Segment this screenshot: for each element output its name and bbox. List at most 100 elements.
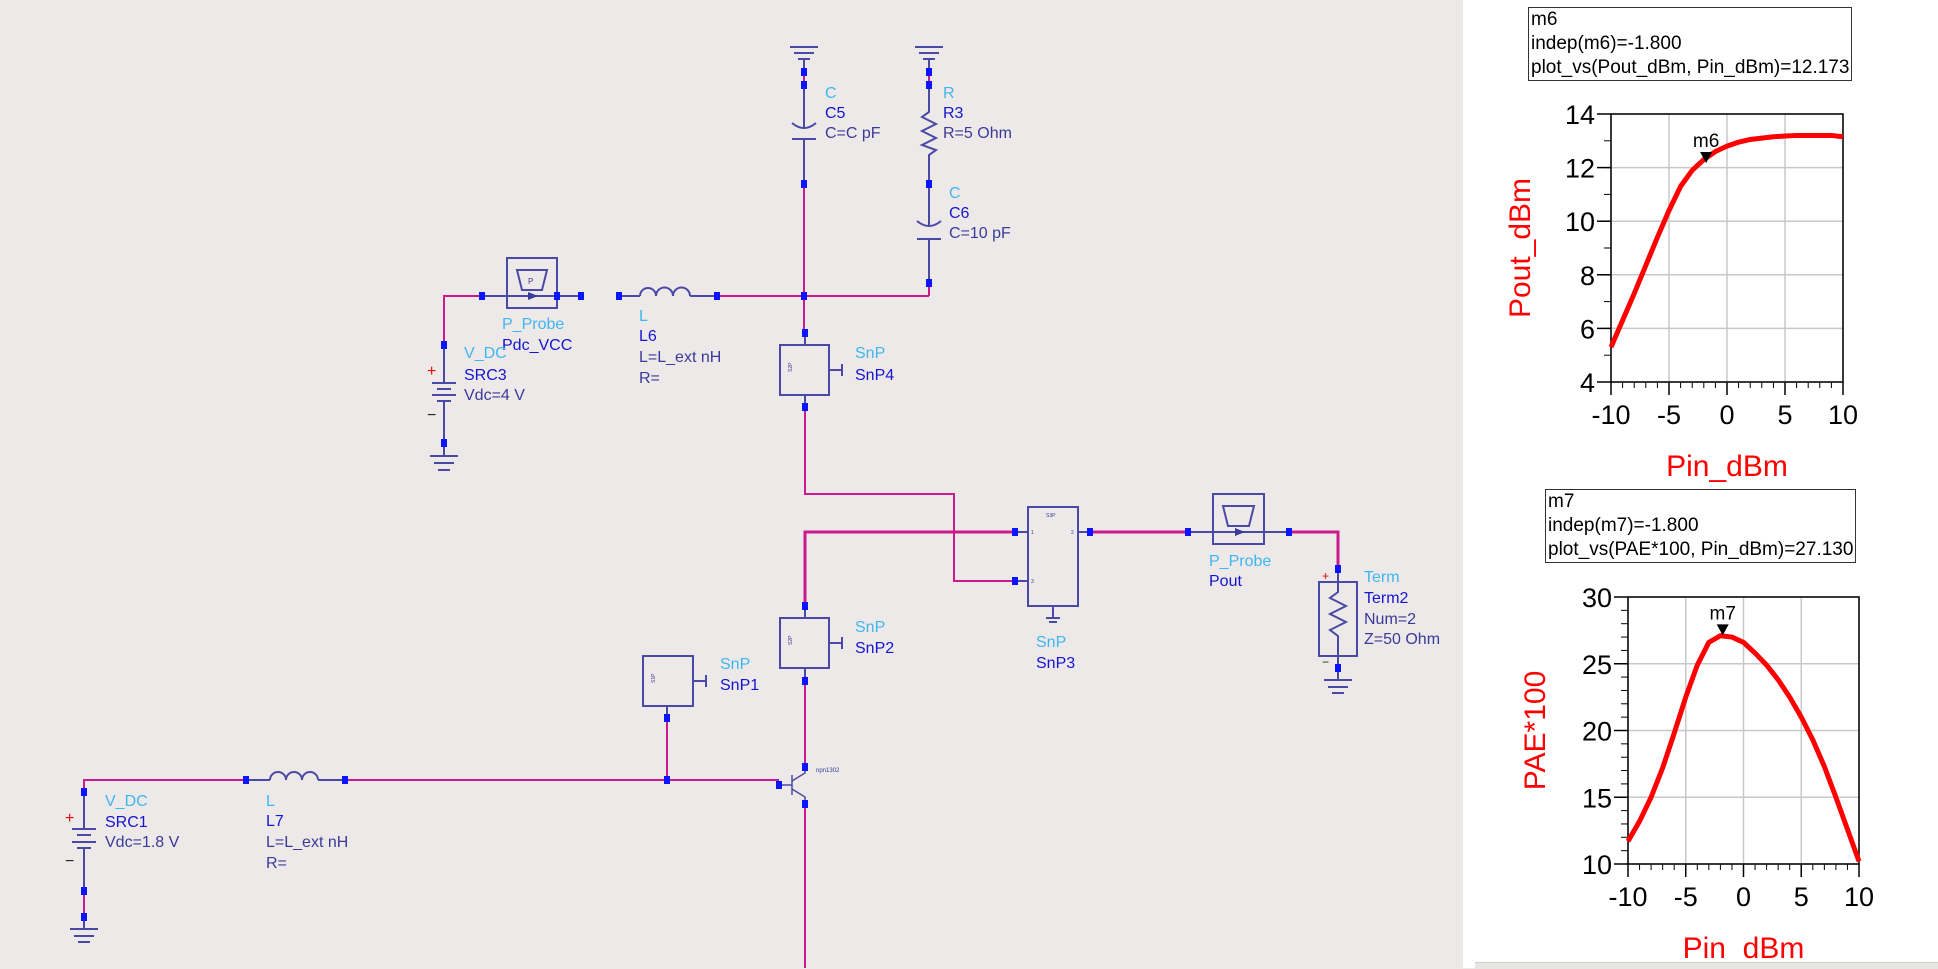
pin-node bbox=[926, 81, 932, 89]
pin-node bbox=[802, 677, 808, 685]
pin-node bbox=[664, 714, 670, 722]
pin-node bbox=[1335, 565, 1341, 573]
probe-meter-icon: P bbox=[528, 277, 533, 286]
pin-node bbox=[81, 887, 87, 895]
pin-node bbox=[802, 329, 808, 337]
pin-node bbox=[81, 913, 87, 921]
pin-node bbox=[802, 800, 808, 808]
pin-nodes bbox=[81, 68, 1341, 921]
marker-indep: indep(m7)=-1.800 bbox=[1548, 515, 1699, 536]
component-type-label: C bbox=[949, 185, 961, 202]
marker-value: plot_vs(PAE*100, Pin_dBm)=27.130 bbox=[1548, 539, 1854, 560]
snp-block-snp2[interactable]: S2P SnP SnP2 bbox=[779, 606, 894, 681]
component-type-label: Term bbox=[1364, 569, 1400, 586]
snp-block-snp1[interactable]: S1P SnP SnP1 bbox=[642, 655, 759, 718]
block-label: S2P bbox=[788, 362, 794, 372]
component-param-label: L=L_ext nH bbox=[266, 834, 348, 851]
component-type-label: L bbox=[266, 793, 275, 810]
component-type-label: SnP bbox=[720, 656, 750, 673]
component-param-label: Vdc=4 V bbox=[464, 387, 525, 404]
termination-term2[interactable]: + − Term Term2 Num=2 Z=50 Ohm bbox=[1318, 569, 1440, 669]
pin-node bbox=[1087, 528, 1093, 536]
pin-node bbox=[801, 292, 807, 300]
inductor-l6[interactable]: L L6 L=L_ext nH R= bbox=[619, 286, 721, 388]
component-name-label: Term2 bbox=[1364, 590, 1409, 607]
component-param-label: Num=2 bbox=[1364, 611, 1416, 628]
component-name-label: Pout bbox=[1209, 573, 1242, 590]
component-name-label: C5 bbox=[825, 105, 846, 122]
pin-node bbox=[1012, 577, 1018, 585]
dc-source-src3[interactable]: + − V_DC SRC3 Vdc=4 V bbox=[427, 345, 525, 443]
pin-node bbox=[342, 776, 348, 784]
pin-node bbox=[578, 292, 584, 300]
pin-node bbox=[801, 180, 807, 188]
block-label: S3P bbox=[1046, 513, 1056, 519]
plus-icon: + bbox=[65, 810, 74, 827]
component-name-label: R3 bbox=[943, 105, 964, 122]
component-param-label: R= bbox=[266, 855, 287, 872]
minus-icon: − bbox=[1322, 655, 1329, 669]
component-param-label: R=5 Ohm bbox=[943, 125, 1012, 142]
minus-icon: − bbox=[65, 853, 74, 870]
snp-block-snp4[interactable]: S2P SnP SnP4 bbox=[779, 333, 894, 407]
pin-node bbox=[801, 68, 807, 76]
component-type-label: C bbox=[825, 85, 837, 102]
ground-icon bbox=[430, 443, 458, 471]
capacitor-c6[interactable]: C C6 C=10 pF bbox=[916, 184, 1011, 283]
npn-transistor[interactable]: npn1302 bbox=[779, 767, 840, 804]
pin-node bbox=[776, 781, 782, 789]
component-type-label: V_DC bbox=[105, 793, 148, 810]
pin-node bbox=[1335, 664, 1341, 672]
pin-node bbox=[1286, 528, 1292, 536]
component-type-label: L bbox=[639, 308, 648, 325]
marker-readout-m6[interactable]: m6 indep(m6)=-1.800 plot_vs(Pout_dBm, Pi… bbox=[1528, 7, 1853, 81]
pin-node bbox=[801, 81, 807, 89]
pin-node bbox=[926, 279, 932, 287]
component-type-label: SnP bbox=[855, 345, 885, 362]
component-name-label: SRC3 bbox=[464, 367, 507, 384]
pin-node bbox=[1012, 528, 1018, 536]
component-type-label: SnP bbox=[1036, 634, 1066, 651]
component-name-label: SnP4 bbox=[855, 367, 894, 384]
marker-name: m6 bbox=[1531, 9, 1558, 30]
component-type-label: P_Probe bbox=[1209, 553, 1271, 570]
schematic-canvas[interactable]: C C5 C=C pF R R3 R=5 Ohm C C6 C=10 pF P … bbox=[0, 0, 1463, 968]
capacitor-c5[interactable]: C C5 C=C pF bbox=[791, 85, 881, 184]
component-param-label: Z=50 Ohm bbox=[1364, 631, 1440, 648]
pin-node bbox=[479, 292, 485, 300]
pin-node bbox=[81, 788, 87, 796]
inductor-l7[interactable]: L L7 L=L_ext nH R= bbox=[246, 771, 348, 872]
ground-icon bbox=[70, 917, 98, 943]
component-type-label: P_Probe bbox=[502, 316, 564, 333]
pin-node bbox=[802, 602, 808, 610]
pin-node bbox=[926, 180, 932, 188]
component-name-label: SnP3 bbox=[1036, 655, 1075, 672]
minus-icon: − bbox=[427, 407, 436, 424]
component-type-label: V_DC bbox=[464, 345, 507, 362]
transistor-model-label: npn1302 bbox=[816, 768, 840, 774]
marker-readout-m7[interactable]: m7 indep(m7)=-1.800 plot_vs(PAE*100, Pin… bbox=[1545, 489, 1857, 563]
component-param-label: Vdc=1.8 V bbox=[105, 834, 180, 851]
pin-node bbox=[1185, 528, 1191, 536]
component-param-label: R= bbox=[639, 370, 660, 387]
data-display-panel bbox=[1463, 0, 1938, 968]
pin-node bbox=[616, 292, 622, 300]
power-probe-pdc-vcc[interactable]: P P_Probe Pdc_VCC bbox=[482, 257, 581, 354]
marker-value: plot_vs(Pout_dBm, Pin_dBm)=12.173 bbox=[1531, 57, 1850, 78]
block-label: S1P bbox=[651, 673, 657, 683]
component-name-label: SnP1 bbox=[720, 677, 759, 694]
component-type-label: SnP bbox=[855, 619, 885, 636]
pin-node bbox=[926, 68, 932, 76]
component-name-label: SRC1 bbox=[105, 814, 148, 831]
plus-icon: + bbox=[1322, 569, 1329, 583]
component-name-label: L7 bbox=[266, 813, 284, 830]
component-name-label: SnP2 bbox=[855, 640, 894, 657]
svg-text:1: 1 bbox=[1031, 530, 1034, 536]
power-probe-pout[interactable]: P_Probe Pout bbox=[1188, 493, 1289, 590]
pin-node bbox=[664, 776, 670, 784]
horizontal-scrollbar[interactable] bbox=[1475, 962, 1938, 969]
resistor-r3[interactable]: R R3 R=5 Ohm bbox=[919, 85, 1012, 184]
dc-source-src1[interactable]: + − V_DC SRC1 Vdc=1.8 V bbox=[65, 792, 180, 891]
component-param-label: C=10 pF bbox=[949, 225, 1011, 242]
